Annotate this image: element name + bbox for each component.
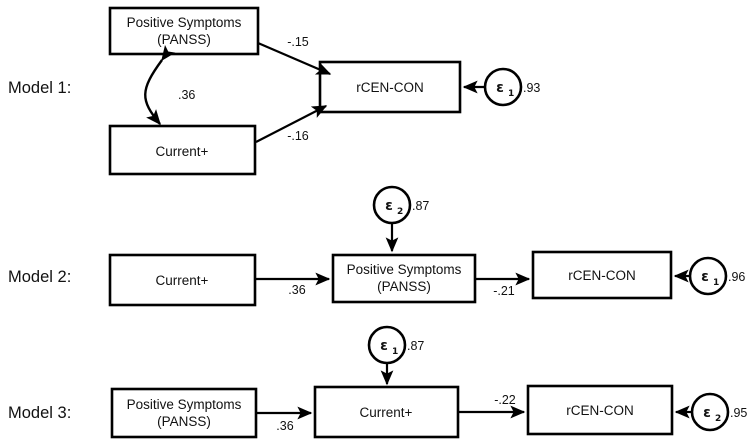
error-circle[interactable] xyxy=(372,185,412,225)
node-label-line1: rCEN-CON xyxy=(568,268,636,283)
model-3-group: Model 3: Positive Symptoms (PANSS) Curre… xyxy=(8,325,747,439)
coefficient-m1-panss-rcen: -.15 xyxy=(287,35,309,49)
node-m2-rcen[interactable]: rCEN-CON xyxy=(531,250,673,300)
node-label-line1: rCEN-CON xyxy=(566,403,634,418)
node-m2-current[interactable]: Current+ xyxy=(108,253,257,307)
node-m2-eps1[interactable]: ε 1 xyxy=(688,256,728,296)
node-m3-eps1[interactable]: ε 1 xyxy=(367,325,407,365)
node-m2-panss[interactable]: Positive Symptoms (PANSS) xyxy=(331,253,477,304)
node-box[interactable] xyxy=(318,60,462,114)
node-label-line2: (PANSS) xyxy=(157,32,211,47)
node-label-line2: (PANSS) xyxy=(377,279,431,294)
node-m2-eps2[interactable]: ε 2 xyxy=(372,185,412,225)
coefficient-m3-panss-current: .36 xyxy=(276,419,293,433)
node-label-line1: Current+ xyxy=(156,273,209,288)
node-m1-rcen[interactable]: rCEN-CON xyxy=(318,60,462,114)
node-box[interactable] xyxy=(108,124,257,176)
error-circle[interactable] xyxy=(690,392,730,432)
node-label-line2: (PANSS) xyxy=(157,414,211,429)
error-value-m3-eps1: .87 xyxy=(407,339,424,353)
coefficient-m2-panss-rcen: -.21 xyxy=(493,284,515,298)
epsilon-subscript: 2 xyxy=(397,207,403,217)
node-label-line1: Current+ xyxy=(360,405,413,420)
error-circle[interactable] xyxy=(483,67,523,107)
epsilon-glyph: ε xyxy=(380,338,388,354)
error-circle[interactable] xyxy=(688,256,728,296)
error-circle[interactable] xyxy=(367,325,407,365)
node-box[interactable] xyxy=(108,253,257,307)
model-2-group: Model 2: Current+ Positive Symptoms (PAN… xyxy=(8,185,745,307)
node-box[interactable] xyxy=(110,387,258,439)
node-m1-current[interactable]: Current+ xyxy=(108,124,257,176)
node-m3-rcen[interactable]: rCEN-CON xyxy=(526,384,674,436)
coefficient-m1-current-rcen: -.16 xyxy=(287,129,309,143)
node-m1-eps1[interactable]: ε 1 xyxy=(483,67,523,107)
epsilon-glyph: ε xyxy=(703,405,711,421)
node-label-line1: Positive Symptoms xyxy=(127,15,242,30)
node-m3-current[interactable]: Current+ xyxy=(313,385,460,439)
error-value-m3-eps2: .95 xyxy=(730,406,747,420)
node-m1-panss[interactable]: Positive Symptoms (PANSS) xyxy=(108,6,260,56)
epsilon-subscript: 1 xyxy=(508,89,514,99)
node-label-line1: Positive Symptoms xyxy=(127,397,242,412)
path-m1-current-to-rcen xyxy=(255,105,328,143)
error-value-m1-eps1: .93 xyxy=(523,81,540,95)
epsilon-glyph: ε xyxy=(385,198,393,214)
epsilon-glyph: ε xyxy=(701,269,709,285)
epsilon-glyph: ε xyxy=(496,80,504,96)
node-label-line1: Current+ xyxy=(156,144,209,159)
path-m1-covariance-panss-current xyxy=(144,44,176,126)
coefficient-m3-current-rcen: -.22 xyxy=(494,393,516,407)
node-m3-eps2[interactable]: ε 2 xyxy=(690,392,730,432)
coefficient-m2-current-panss: .36 xyxy=(288,283,305,297)
epsilon-subscript: 1 xyxy=(713,278,719,288)
node-box[interactable] xyxy=(108,6,260,56)
node-m3-panss[interactable]: Positive Symptoms (PANSS) xyxy=(110,387,258,439)
node-label-line1: Positive Symptoms xyxy=(347,262,462,277)
model-3-label: Model 3: xyxy=(8,404,71,422)
node-box[interactable] xyxy=(313,385,460,439)
node-box[interactable] xyxy=(531,250,673,300)
node-box[interactable] xyxy=(331,253,477,304)
node-label-line1: rCEN-CON xyxy=(356,80,424,95)
model-1-group: Model 1: Positive Symptoms (PANSS) Curre… xyxy=(8,6,540,176)
epsilon-subscript: 2 xyxy=(715,414,721,424)
path-m1-panss-to-rcen xyxy=(257,41,332,76)
error-value-m2-eps2: .87 xyxy=(412,199,429,213)
coefficient-m1-covariance: .36 xyxy=(178,88,195,102)
node-box[interactable] xyxy=(526,384,674,436)
error-value-m2-eps1: .96 xyxy=(728,270,745,284)
model-1-label: Model 1: xyxy=(8,79,71,97)
model-2-label: Model 2: xyxy=(8,268,71,286)
epsilon-subscript: 1 xyxy=(392,347,398,357)
